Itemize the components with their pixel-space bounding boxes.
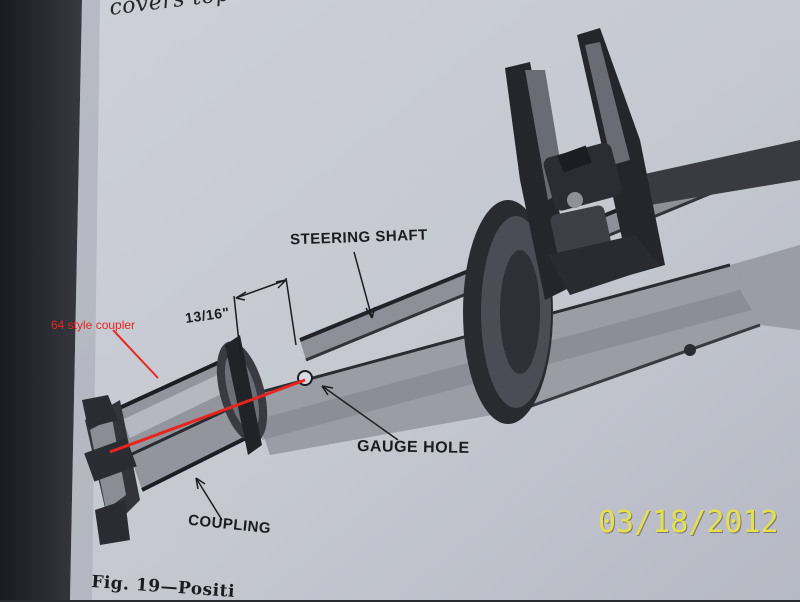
coupler-annotation: 64 style coupler: [51, 318, 136, 332]
date-stamp: 03/18/2012: [598, 505, 779, 540]
red-annotation-lines: [109, 329, 306, 454]
gauge-hole-label: GAUGE HOLE: [356, 438, 470, 457]
steering-column-illustration: [82, 28, 800, 545]
